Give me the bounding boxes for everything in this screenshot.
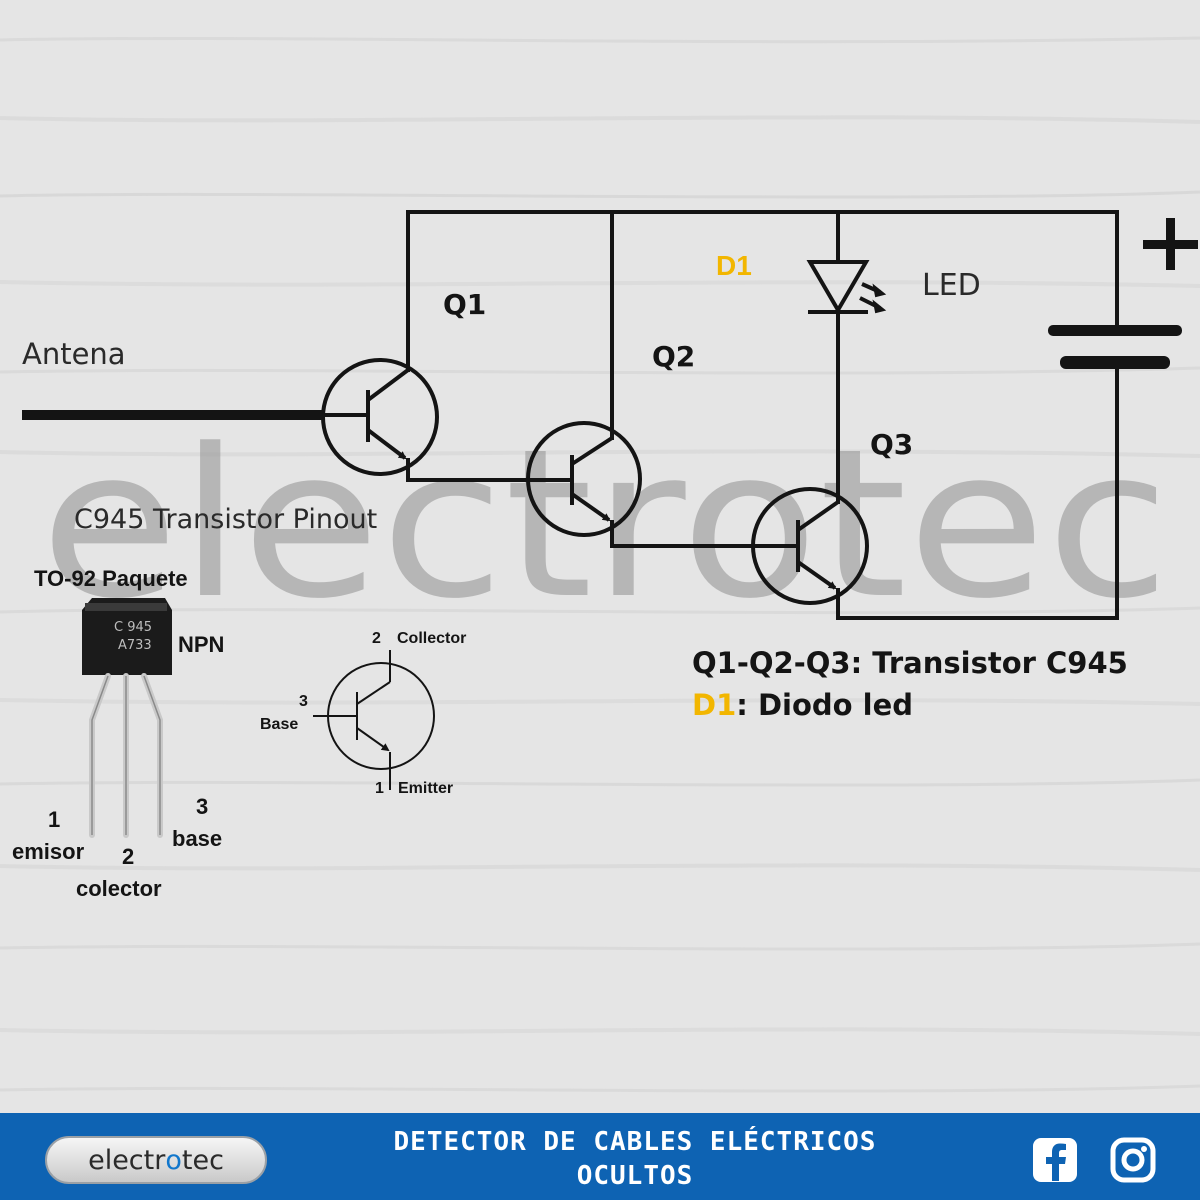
legend-transistors: Q1-Q2-Q3: Transistor C945: [692, 646, 1128, 680]
battery-symbol: [1048, 325, 1182, 369]
pin3-number: 3: [196, 794, 209, 819]
transistor-q3: [751, 487, 869, 605]
pin2-name: colector: [76, 876, 162, 901]
footer-title: DETECTOR DE CABLES ELÉCTRICOS OCULTOS: [300, 1125, 970, 1193]
led-label: LED: [922, 268, 981, 303]
npn-label: NPN: [178, 632, 225, 657]
pin1-name: emisor: [12, 839, 85, 864]
collector-number: 2: [372, 630, 381, 647]
instagram-icon[interactable]: [1110, 1137, 1156, 1183]
base-number: 3: [299, 693, 308, 710]
plus-icon: [1143, 218, 1198, 270]
facebook-icon[interactable]: [1032, 1137, 1078, 1183]
legend-d1-text: : Diodo led: [736, 688, 914, 722]
led-symbol: [806, 260, 887, 314]
emitter-number: 1: [375, 780, 384, 797]
pin1-number: 1: [48, 807, 61, 832]
q2-label: Q2: [652, 340, 696, 373]
footer-title-line2: OCULTOS: [576, 1161, 694, 1191]
pinout-title: C945 Transistor Pinout: [74, 504, 378, 535]
base-label: Base: [260, 716, 299, 733]
transistor-symbol: [313, 650, 435, 790]
package-label: TO-92 Paquete: [34, 566, 188, 591]
antenna-label: Antena: [22, 337, 126, 371]
emitter-label: Emitter: [398, 780, 454, 797]
logo-text-c: tec: [181, 1144, 224, 1176]
transistor-q2: [526, 421, 642, 537]
logo-text-b: o: [165, 1144, 182, 1176]
pin3-name: base: [172, 826, 223, 851]
legend-diode: D1: Diodo led: [692, 688, 913, 722]
legend-d1-prefix: D1: [692, 688, 737, 722]
collector-label: Collector: [397, 630, 467, 647]
to92-package: [82, 598, 172, 838]
package-marking-line2: A733: [118, 638, 152, 653]
q1-label: Q1: [443, 288, 487, 321]
wood-grain-background: [0, 36, 1200, 1093]
pin2-number: 2: [122, 844, 135, 869]
d1-label: D1: [716, 250, 752, 281]
q3-label: Q3: [870, 428, 914, 461]
transistor-q1: [321, 358, 439, 476]
logo-text-a: electr: [88, 1144, 166, 1176]
circuit-diagram: electrotec: [0, 36, 1200, 1093]
footer-title-line1: DETECTOR DE CABLES ELÉCTRICOS: [393, 1127, 877, 1157]
watermark-text: electrotec: [40, 406, 1170, 644]
circuit-wires: [406, 210, 1119, 620]
package-marking-line1: C 945: [114, 620, 153, 635]
